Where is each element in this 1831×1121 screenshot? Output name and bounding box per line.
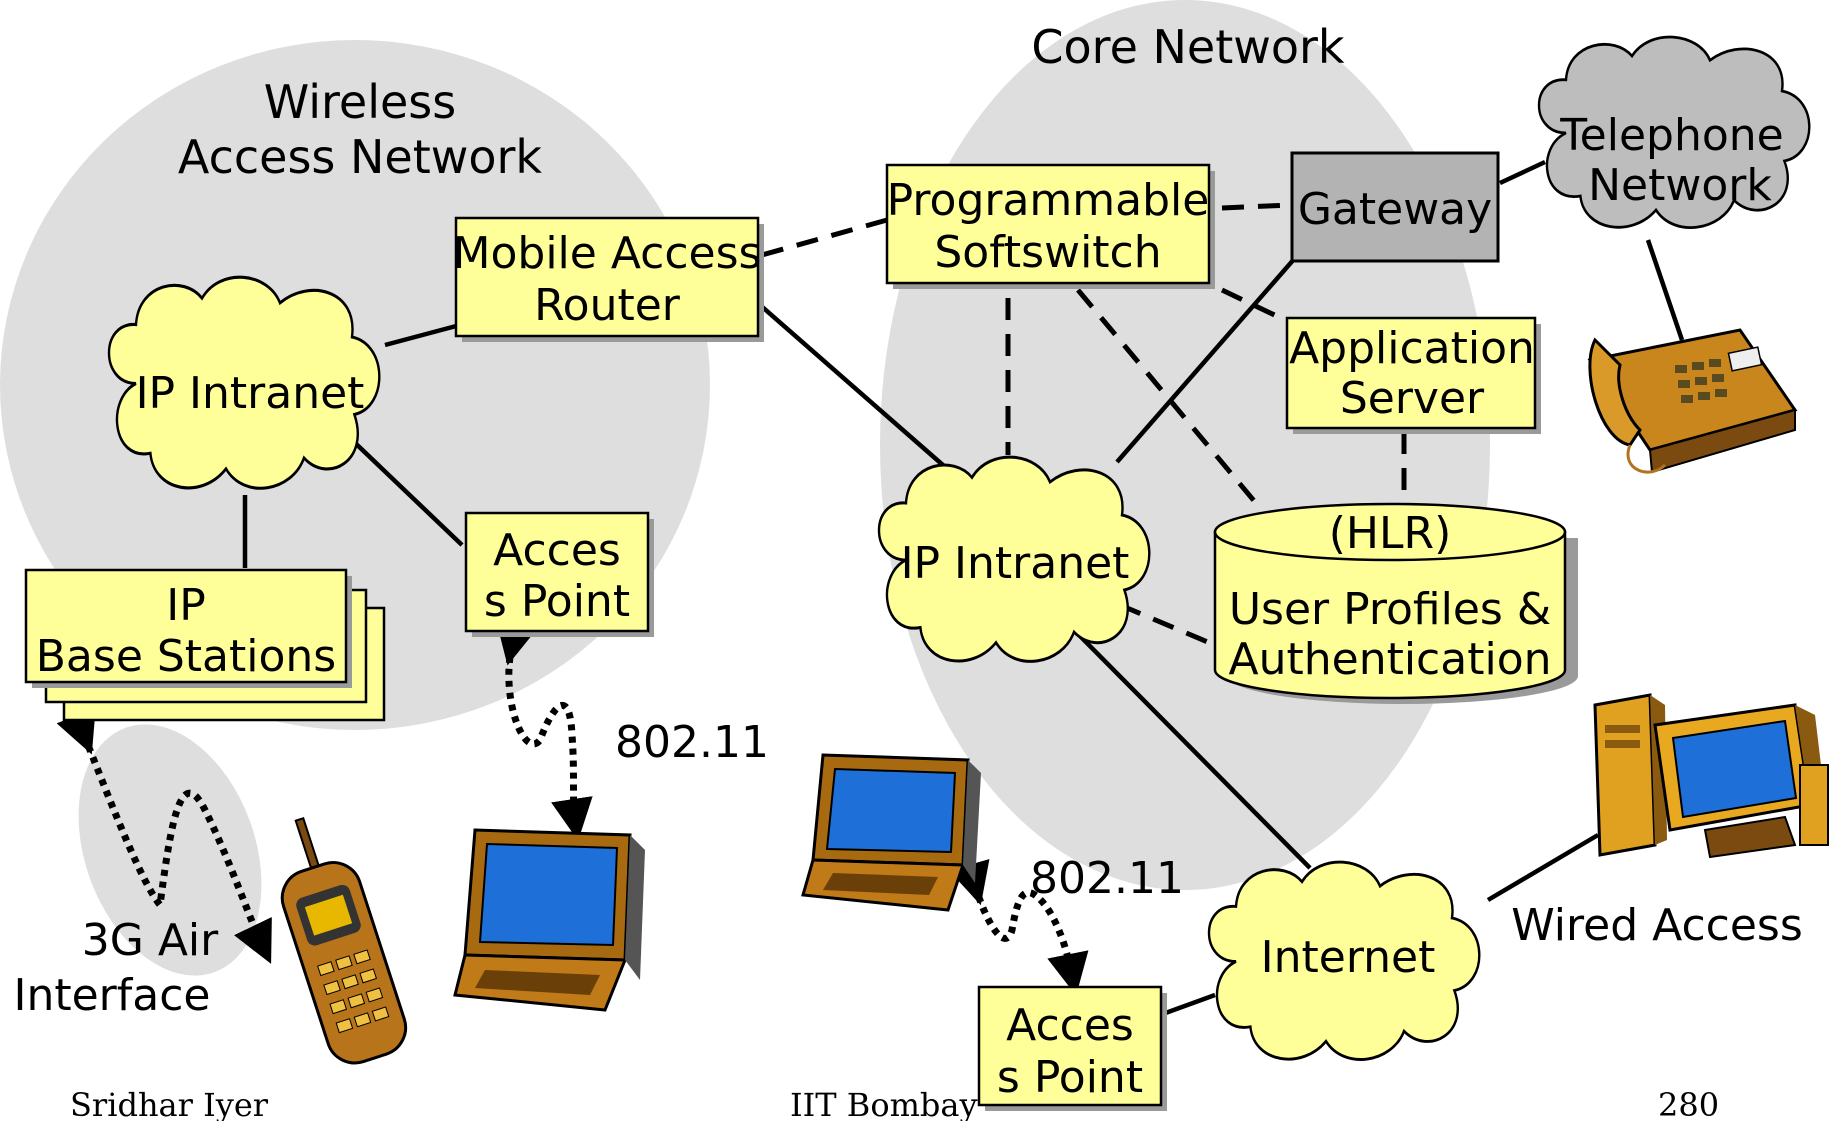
ip-intranet-core-cloud: IP Intranet — [877, 455, 1151, 663]
link-gateway-telephone — [1499, 159, 1546, 186]
desk-telephone-icon — [1587, 328, 1798, 474]
link-router-softswitch — [761, 217, 888, 258]
ip-base-stations-line1: IP — [166, 580, 206, 631]
access-point-wireless: Acces s Point — [464, 511, 654, 637]
access-point-wired-line1: Acces — [1006, 1000, 1134, 1051]
ip-intranet-wireless-label: IP Intranet — [136, 368, 365, 419]
air-interface-label-line1: 3G Air — [82, 915, 219, 966]
access-point-wireless-line1: Acces — [493, 525, 621, 576]
link-internet-wired-access — [1486, 833, 1600, 902]
ip-base-stations: IP Base Stations — [24, 568, 386, 722]
wifi-link-2 — [949, 859, 1089, 996]
hlr-label: (HLR) — [1329, 508, 1452, 559]
air-interface-label-line2: Interface — [14, 970, 211, 1021]
programmable-softswitch-line1: Programmable — [887, 175, 1210, 226]
laptop-icon-2 — [801, 753, 981, 912]
mobile-access-router-line2: Router — [534, 280, 681, 331]
mobile-access-router: Mobile Access Router — [453, 216, 764, 342]
link-softswitch-appserver — [1220, 287, 1287, 323]
access-point-wireless-line2: s Point — [484, 576, 630, 627]
footer-institution: IIT Bombay — [790, 1086, 978, 1121]
core-network-title: Core Network — [1031, 20, 1345, 74]
ip-base-stations-line2: Base Stations — [36, 631, 336, 682]
wifi-label-2: 802.11 — [1030, 853, 1184, 904]
authentication-label: Authentication — [1229, 634, 1552, 685]
link-router-core-intranet — [758, 303, 962, 482]
internet-label: Internet — [1261, 932, 1436, 983]
wireless-network-title-line2: Access Network — [178, 130, 543, 184]
footer-page-number: 280 — [1658, 1086, 1719, 1121]
gateway: Gateway — [1290, 151, 1500, 263]
ip-intranet-wireless-cloud: IP Intranet — [107, 275, 381, 490]
programmable-softswitch-line2: Softswitch — [934, 227, 1161, 278]
dashed-links — [761, 202, 1407, 646]
user-profiles-label: User Profiles & — [1229, 584, 1551, 635]
mobile-phone-icon — [280, 816, 408, 1065]
wireless-links — [56, 620, 1089, 996]
application-server-line2: Server — [1340, 373, 1485, 424]
access-point-wired-line2: s Point — [997, 1052, 1143, 1103]
link-core-intranet-internet — [1075, 631, 1312, 870]
gateway-label: Gateway — [1298, 184, 1492, 235]
link-softswitch-gateway — [1221, 202, 1291, 211]
link-softswitch-hlr — [1076, 288, 1257, 504]
application-server-line1: Application — [1289, 323, 1535, 374]
link-telephone-phone — [1645, 239, 1685, 341]
ip-intranet-core-label: IP Intranet — [901, 538, 1130, 589]
link-intranet-accesspoint — [350, 438, 464, 547]
telephone-network-cloud: Telephone Network — [1537, 35, 1811, 229]
internet-cloud: Internet — [1207, 860, 1481, 1061]
link-internet-accesspoint — [1159, 992, 1216, 1018]
application-server: Application Server — [1285, 316, 1541, 434]
core-network-region — [880, 0, 1490, 890]
wireless-network-title-line1: Wireless — [264, 75, 456, 129]
laptop-icon-1 — [453, 828, 645, 1012]
telephone-network-label-line1: Telephone — [1559, 110, 1783, 161]
wifi-label-1: 802.11 — [615, 717, 769, 768]
telephone-network-label-line2: Network — [1588, 160, 1772, 211]
footer-author: Sridhar Iyer — [70, 1086, 269, 1121]
user-profiles-database: (HLR) User Profiles & Authentication — [1213, 502, 1578, 704]
link-core-intranet-hlr — [1119, 602, 1211, 646]
solid-links — [242, 159, 1685, 1018]
desktop-computer-icon — [1593, 693, 1829, 859]
air-interface-link — [56, 707, 272, 964]
wired-access-label: Wired Access — [1511, 900, 1803, 951]
link-core-intranet-gateway — [1115, 256, 1297, 464]
mobile-access-router-line1: Mobile Access — [453, 228, 762, 279]
link-intranet-router — [384, 322, 461, 348]
wifi-link-1 — [495, 620, 593, 841]
access-point-wired: Acces s Point — [977, 985, 1167, 1111]
programmable-softswitch: Programmable Softswitch — [885, 163, 1215, 289]
